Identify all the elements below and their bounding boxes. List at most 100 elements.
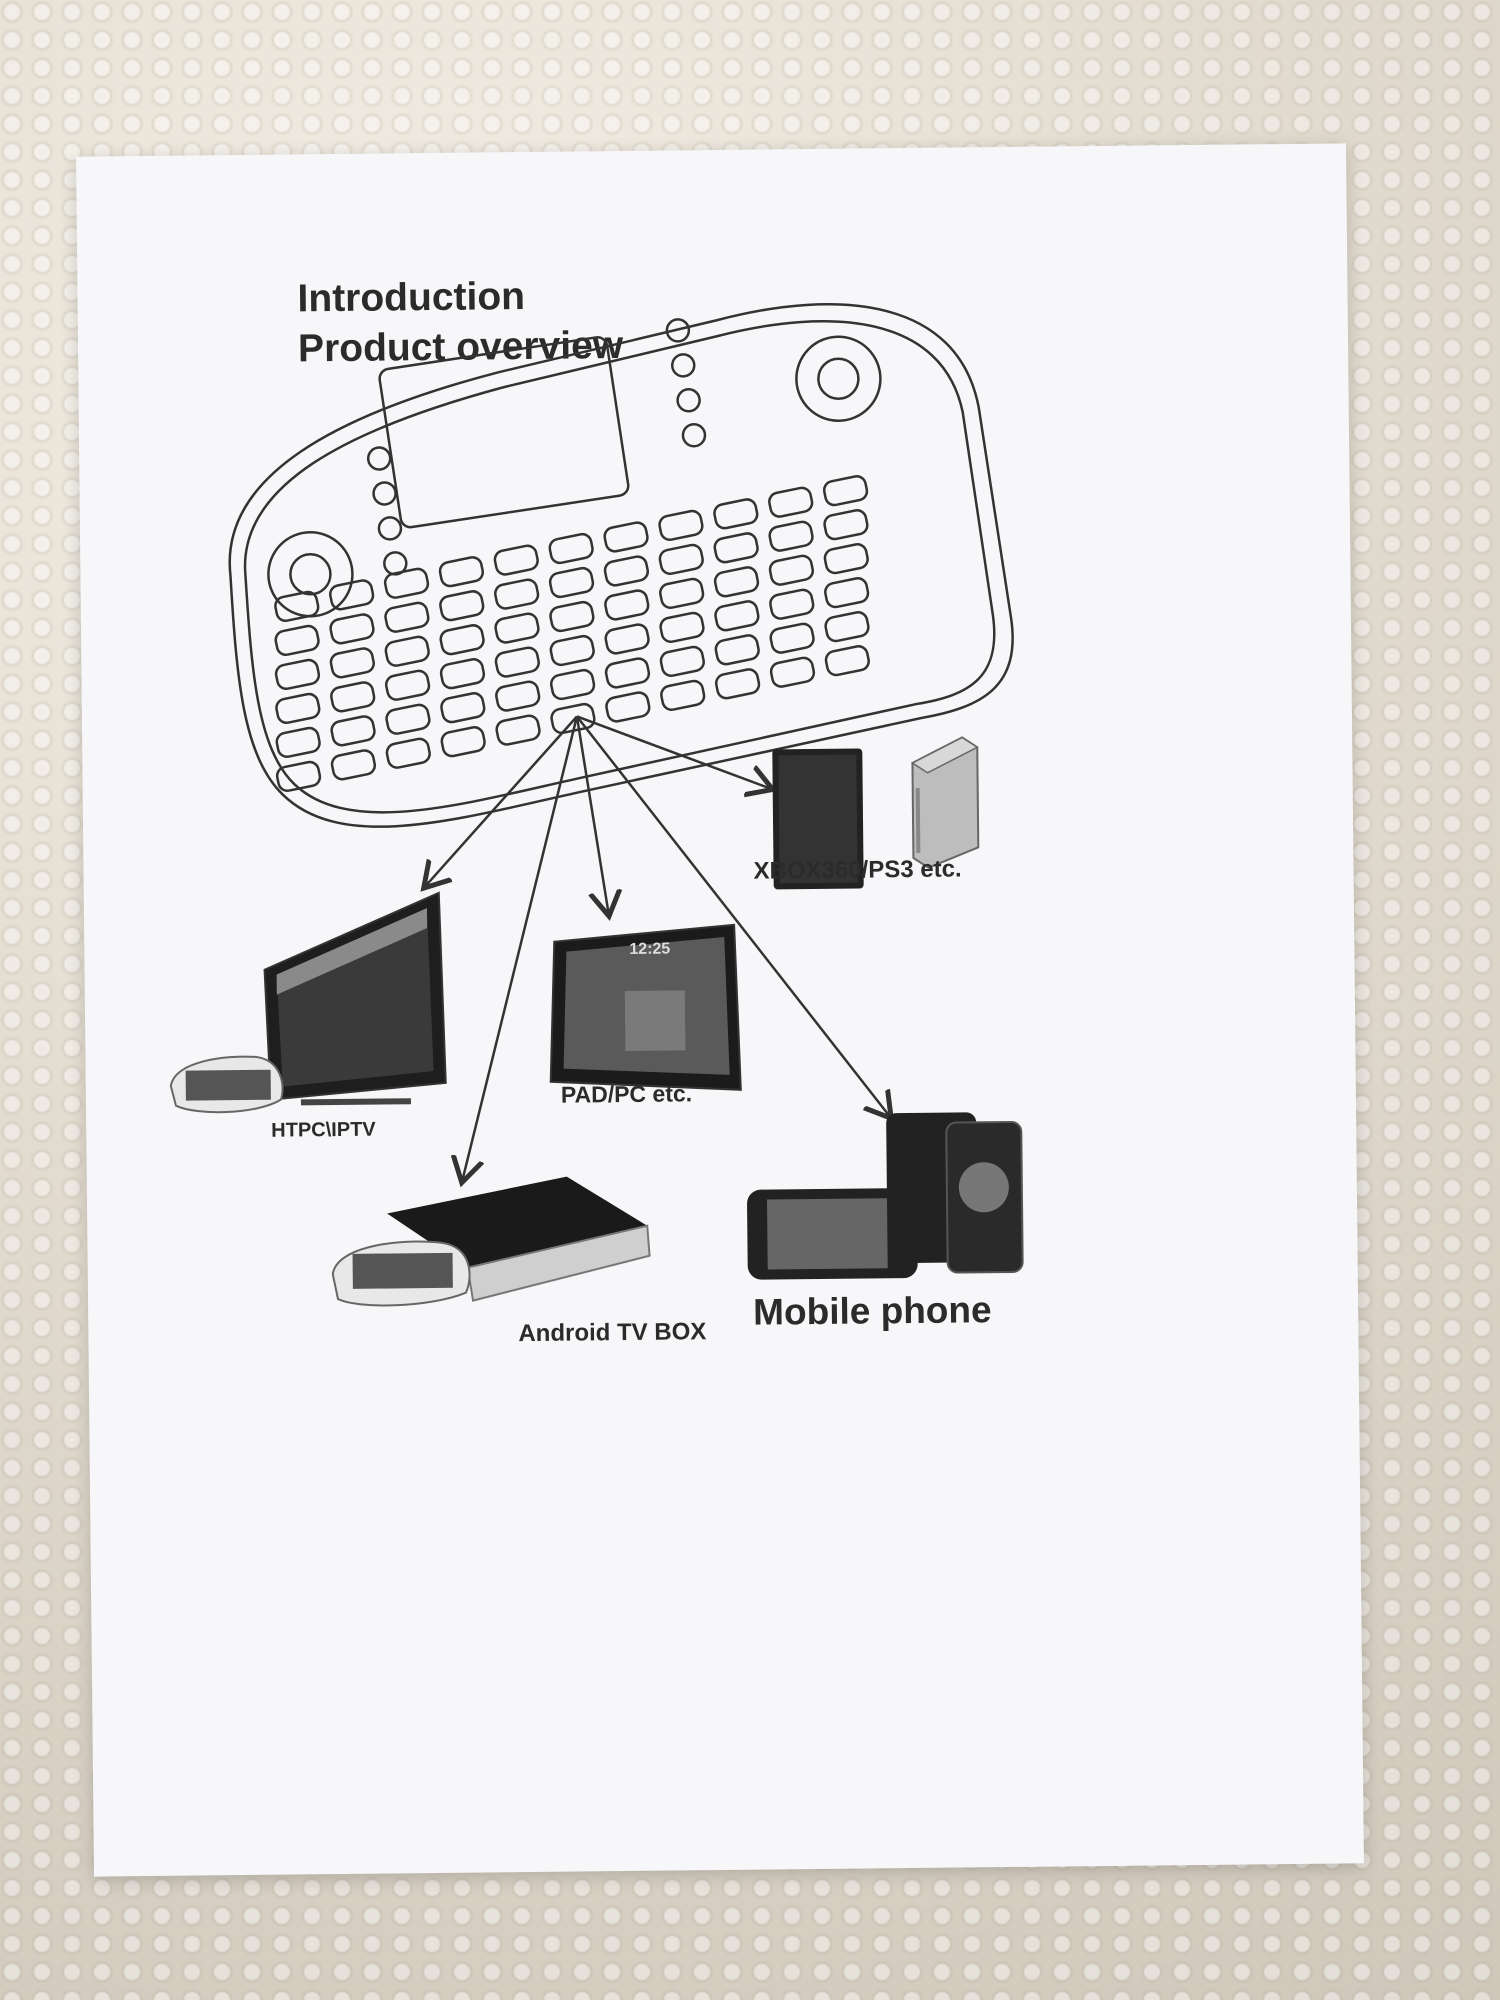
keyboard-key xyxy=(548,566,595,599)
keyboard-key xyxy=(274,590,320,623)
keyboard-key xyxy=(824,577,870,609)
console-illustration xyxy=(772,736,980,890)
label-tvbox: Android TV BOX xyxy=(518,1318,707,1348)
keyboard-key xyxy=(549,634,595,667)
arrow-to-phone xyxy=(575,715,891,1121)
small-keyboard-tvbox xyxy=(331,1240,471,1307)
label-console: XBOX360/PS3 etc. xyxy=(753,855,962,885)
arrow-to-htpc xyxy=(422,715,578,888)
keyboard-key xyxy=(330,749,377,781)
label-htpc: HTPC\IPTV xyxy=(271,1118,376,1142)
keyboard-key xyxy=(604,589,650,621)
keyboard-key xyxy=(824,611,870,643)
htpc-illustration xyxy=(169,891,447,1114)
keyboard-inner-edge xyxy=(243,320,996,814)
arrow-to-tablet xyxy=(575,716,609,916)
keyboard-body xyxy=(228,303,1014,828)
connection-arrows xyxy=(422,715,892,1183)
arrow-to-tvbox xyxy=(457,716,579,1182)
keyboard-key xyxy=(494,612,540,644)
keyboard-key xyxy=(495,680,541,712)
keyboard-key xyxy=(768,554,815,586)
keyboard-key xyxy=(274,658,321,691)
touchpad xyxy=(378,336,630,529)
function-buttons-right xyxy=(665,318,707,448)
keyboard-key xyxy=(713,498,759,530)
keyboard-key xyxy=(274,624,320,657)
keyboard-key xyxy=(329,579,375,611)
keyboard-key xyxy=(330,715,376,747)
left-joystick-outer xyxy=(267,531,354,618)
keyboard-key xyxy=(658,543,704,575)
keyboard-key xyxy=(603,521,649,553)
keyboard-key xyxy=(385,703,431,735)
keyboard-key xyxy=(769,588,815,620)
keyboard-key xyxy=(329,613,375,645)
keyboard-key xyxy=(494,646,540,678)
arrow-to-console xyxy=(576,715,773,791)
keyboard-key xyxy=(714,600,760,632)
xbox360-console xyxy=(910,736,980,869)
keyboard-key xyxy=(604,623,650,655)
keyboard-key xyxy=(768,520,814,552)
keyboard-key xyxy=(275,726,321,759)
keyboard-key xyxy=(275,760,322,793)
keyboard-key xyxy=(550,702,596,735)
keyboard-key xyxy=(439,590,485,622)
keyboard-key xyxy=(659,577,705,609)
keyboard-key xyxy=(439,624,485,656)
keyboard-key xyxy=(383,567,430,599)
keyboard-key xyxy=(549,668,596,701)
keyboard-key xyxy=(823,509,869,541)
keyboard-key xyxy=(605,691,651,723)
tvbox-side xyxy=(466,1224,651,1302)
keyboard-keys xyxy=(274,475,870,793)
keyboard-key xyxy=(768,486,814,518)
tablet-clock: 12:25 xyxy=(629,940,671,958)
keyboard-key xyxy=(440,692,486,724)
keyboard-key xyxy=(713,566,760,598)
keyboard-key xyxy=(495,714,541,746)
keyboard-key xyxy=(769,656,816,688)
keyboard-key xyxy=(439,658,486,690)
keyboard-key xyxy=(604,657,651,689)
keyboard-key xyxy=(603,555,650,587)
keyboard-key xyxy=(769,622,815,654)
keyboard-key xyxy=(275,692,321,725)
keyboard-key xyxy=(384,601,430,633)
keyboard-key xyxy=(658,509,704,541)
keyboard-key xyxy=(714,668,761,700)
label-tablet: PAD/PC etc. xyxy=(560,1080,693,1108)
keyboard-key xyxy=(548,532,594,565)
right-joystick-inner xyxy=(817,357,860,400)
manual-page: Introduction Product overview xyxy=(76,143,1364,1877)
left-joystick-inner xyxy=(289,553,332,596)
keyboard-key xyxy=(822,475,869,507)
keyboard-key xyxy=(329,647,375,679)
keyboard-key xyxy=(659,611,705,643)
keyboard-key xyxy=(494,578,540,610)
keyboard-key xyxy=(824,645,870,677)
keyboard-key xyxy=(823,543,869,575)
keyboard-key xyxy=(438,556,485,588)
label-mobile-phone: Mobile phone xyxy=(752,1289,992,1333)
tablet-illustration xyxy=(549,923,742,1091)
tvbox-illustration xyxy=(331,1176,651,1307)
keyboard-key xyxy=(713,532,759,564)
keyboard-key xyxy=(440,726,486,758)
small-keyboard-htpc xyxy=(169,1055,284,1114)
mini-keyboard-illustration xyxy=(228,303,1014,828)
keyboard-key xyxy=(660,679,706,711)
keyboard-key xyxy=(493,544,539,576)
overview-illustration xyxy=(169,303,1024,1307)
keyboard-key xyxy=(659,645,705,677)
keyboard-key xyxy=(714,634,760,666)
right-joystick-outer xyxy=(795,335,882,422)
keyboard-key xyxy=(549,600,595,633)
function-buttons-left xyxy=(366,446,408,576)
keyboard-key xyxy=(384,635,430,667)
phone-illustration xyxy=(747,1112,1024,1280)
keyboard-key xyxy=(385,737,431,769)
keyboard-key xyxy=(330,681,376,713)
keyboard-key xyxy=(384,669,431,701)
